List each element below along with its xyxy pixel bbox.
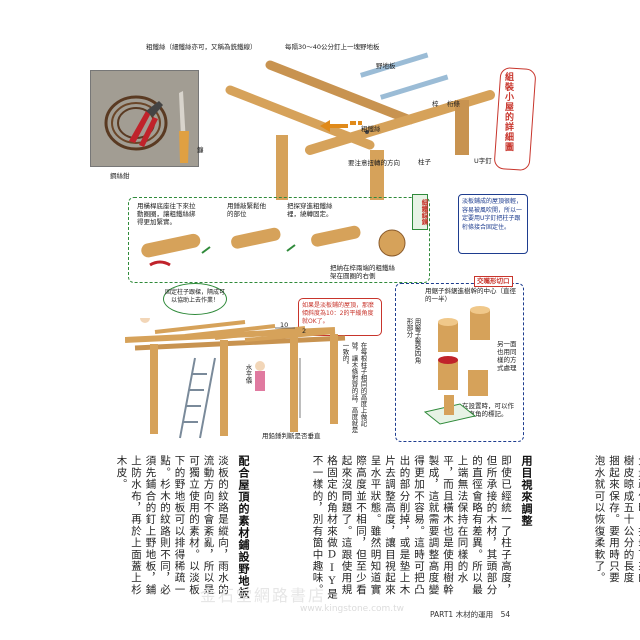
notch-cut-box xyxy=(395,283,524,442)
notch-left-note: 用鑿子鑿掉四角形部分 xyxy=(405,318,421,364)
heading-visual-adjust: 用目視來調整 xyxy=(520,455,533,527)
direction-label: 要注意扭轉的方向 xyxy=(348,159,400,167)
wire-and-pliers-illustration xyxy=(91,71,198,166)
notch-cut-illustration xyxy=(423,306,490,425)
ratio-2-label: 2 xyxy=(302,327,307,335)
roof-frame-illustration xyxy=(225,52,495,200)
page-footer: PART1 木材的運用 54 xyxy=(430,610,511,619)
spacing-label: 每隔30〜40公分釘上一塊野地板 xyxy=(285,43,380,51)
body-column-1: 下來，不妨在採伐新柴的大量疏伐時，把剝下來的樹皮晾成五十公分的長度捆起來保存。要… xyxy=(593,455,640,584)
tools-photo xyxy=(90,70,199,167)
wire-steps-tag: 細鐵線鍊 xyxy=(412,194,428,230)
level-label: 水平儀 xyxy=(244,364,252,384)
title-frame xyxy=(493,66,537,172)
worker-speech-bubble: 固定柱子跟樑，隔成可以協助上去作業！ xyxy=(163,283,227,315)
body-column-2: 即使已經統一了柱子高度，但所承接的木材，其頭部分的直徑會略有差異。所以最上端無法… xyxy=(311,455,513,600)
body-column-3: 淡板的紋路是縱向，雨水的流動方向不會紊亂，所以是可獨立使用的素材。以淡板下的野地… xyxy=(115,455,230,596)
heading-roof-boards: 配合屋頂的素材鋪設野地板 xyxy=(237,455,250,599)
page-title: 組裝小屋的詳細圖 xyxy=(503,72,513,152)
step-1-text: 用橫桿底座往下來拉動圈圈，讓粗鐵絲綁得更加緊實。 xyxy=(137,202,196,226)
u-nail-label: U字釘 xyxy=(474,157,492,165)
wire-steps-box xyxy=(128,197,430,283)
ratio-10-label: 10 xyxy=(280,321,289,329)
wire-label-2: 粗鐵絲 xyxy=(361,125,381,133)
beam-label: 桁條 xyxy=(447,100,460,108)
notch-top-note: 用鋸子斜鋸進樹幹的中心（直徑的一半） xyxy=(425,287,516,303)
marking-note: 在每根柱子相同的高度上做記號，讓木條對齊的話，高度就是一致的。 xyxy=(341,342,367,433)
watermark-url: www.kingstone.com.tw xyxy=(300,604,405,614)
tie-label: 椊 xyxy=(432,100,439,108)
slope-note: 如果是淡板鋪的屋頂，那麼傾斜度為10：2的平緩角度就OK了。 xyxy=(298,298,382,336)
plumb-label: 用鉛錘判斷是否垂直 xyxy=(262,432,321,440)
post-label: 柱子 xyxy=(418,158,431,166)
board-label: 野地板 xyxy=(376,62,396,70)
step-2-text: 用錘敲緊鬆他的部位 xyxy=(227,202,266,218)
wire-steps-illustration xyxy=(141,225,406,267)
u-nail-note: 淡板鋪成的屋頂很輕，容易被風吹開，所以一定要用U字釘把柱子跟桁條接合固定住。 xyxy=(458,194,528,254)
step-4-text: 把納在椊兩端的粗鐵絲架在圓圈的右側 xyxy=(330,264,395,280)
watermark: 金石堂網路書店 xyxy=(200,586,327,605)
notch-cut-tag: 交嘴形切口 xyxy=(474,276,513,287)
knife-label: 鐮 xyxy=(197,146,204,154)
cutter-label: 鋼絲鉗 xyxy=(110,172,130,180)
notch-bottom-note: 在設置時，可以作為真角的標記。 xyxy=(462,402,514,418)
frame-assembly-illustration xyxy=(125,318,346,439)
step-3-text: 把探穿進粗鐵絲裡，繞轉固定。 xyxy=(287,202,333,218)
wire-label: 粗鐵絲（細鐵絲亦可，又稱為銑鐵線） xyxy=(146,43,257,51)
notch-right-note: 另一面也用同樣的方式處理 xyxy=(497,340,517,372)
